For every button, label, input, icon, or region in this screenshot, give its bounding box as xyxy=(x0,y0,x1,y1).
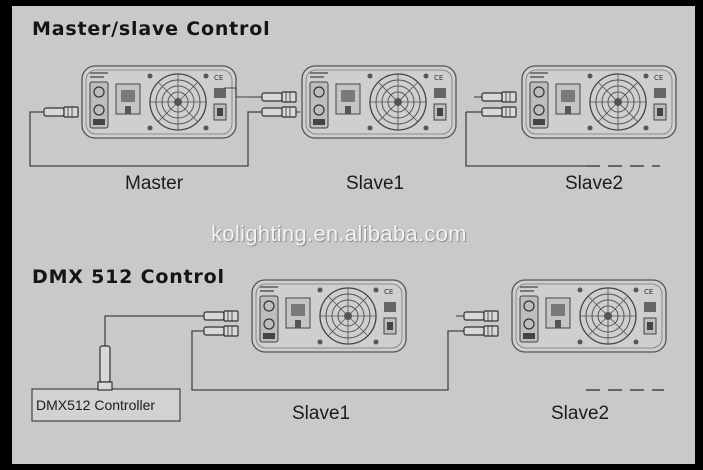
ce-mark: CE xyxy=(644,288,653,296)
xlr-connector-dmx-slave2-b xyxy=(463,325,499,337)
xlr-connector-dmx-slave1-b xyxy=(203,325,239,337)
device-label-dmx-slave2: Slave2 xyxy=(551,403,610,424)
xlr-connector-dmx-slave1-a xyxy=(203,310,239,322)
cable-controller-to-slave1 xyxy=(104,315,204,346)
xlr-connector-slave1-a xyxy=(261,91,297,103)
xlr-connector-slave1-b xyxy=(261,106,297,118)
device-unit-master xyxy=(81,65,237,139)
ce-mark: CE xyxy=(654,74,663,82)
master-slave-title: Master/slave Control xyxy=(32,18,271,40)
xlr-connector-slave2-b xyxy=(481,106,517,118)
device-label-master: Master xyxy=(125,173,184,194)
device-unit-slave2 xyxy=(521,65,677,139)
device-label-slave2: Slave2 xyxy=(565,173,624,194)
ce-mark: CE xyxy=(434,74,443,82)
xlr-connector-master-in xyxy=(43,106,79,118)
watermark-text: kolighting.en.alibaba.com xyxy=(211,221,467,246)
device-unit-slave1 xyxy=(301,65,457,139)
device-unit-dmx-slave2 xyxy=(511,279,667,353)
dmx-control-title: DMX 512 Control xyxy=(32,266,225,288)
device-unit-dmx-slave1 xyxy=(251,279,407,353)
device-label-dmx-slave1: Slave1 xyxy=(292,403,351,424)
xlr-connector-slave2-a xyxy=(481,91,517,103)
cable-slave1-to-slave2 xyxy=(465,112,586,167)
ce-mark: CE xyxy=(384,288,393,296)
device-label-slave1: Slave1 xyxy=(346,173,405,194)
ce-mark: CE xyxy=(214,74,223,82)
controller-label: DMX512 Controller xyxy=(36,397,156,413)
dmx512-controller-box xyxy=(31,388,181,422)
cable-slave1-to-slave2-dmx xyxy=(191,330,464,391)
xlr-connector-dmx-slave2-a xyxy=(463,310,499,322)
